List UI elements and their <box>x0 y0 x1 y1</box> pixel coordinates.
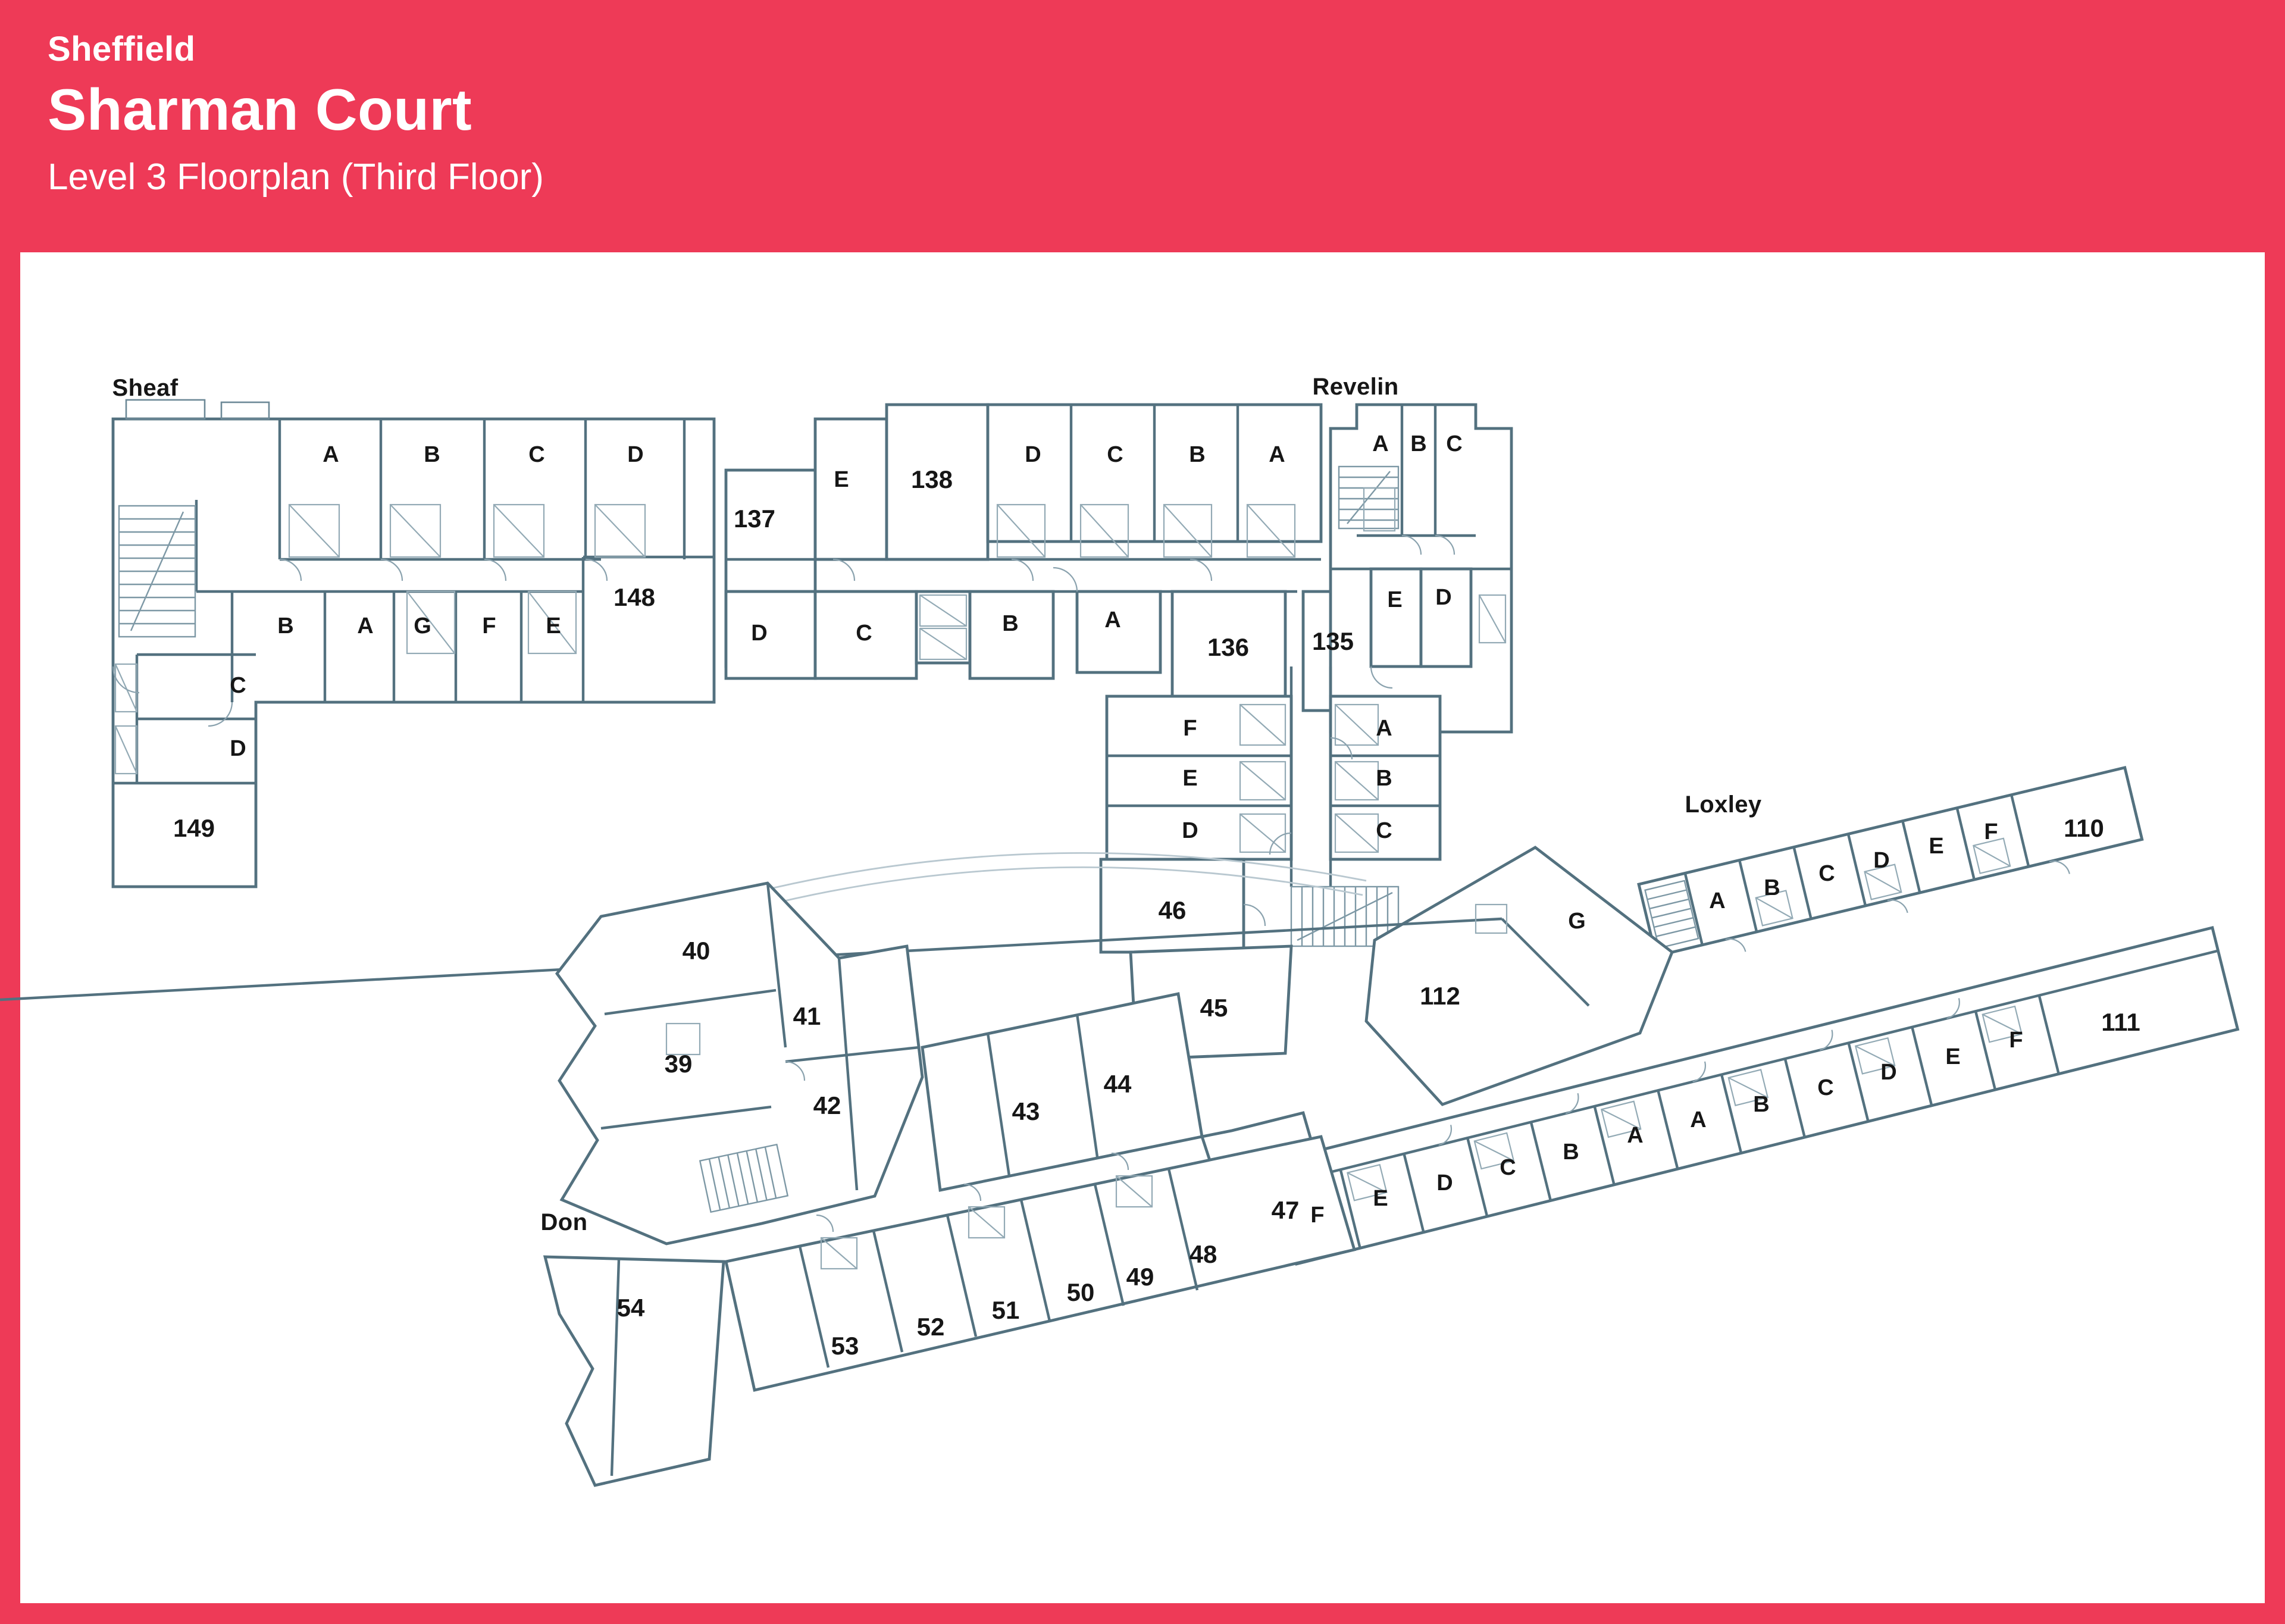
loxley-lower-band <box>1269 925 2240 1266</box>
page-title: Sharman Court <box>48 79 472 143</box>
loxley-upper-band <box>1637 766 2144 958</box>
header-subtitle: Level 3 Floorplan (Third Floor) <box>48 156 544 198</box>
header-city: Sheffield <box>48 31 196 69</box>
don-wing <box>543 881 1357 1487</box>
header: Sheffield Sharman Court Level 3 Floorpla… <box>48 0 544 199</box>
sheaf-stairs-icon <box>118 505 196 638</box>
connector-block <box>1099 667 1442 1061</box>
don-stairs-icon <box>699 1143 789 1213</box>
revelin-wing <box>1329 403 1513 734</box>
central-block <box>724 403 1370 712</box>
loxley-stairs-icon <box>1644 880 1699 949</box>
sheaf-wing <box>111 399 716 888</box>
revelin-stairs-icon <box>1338 465 1400 530</box>
connector-stairs-icon <box>1290 885 1400 947</box>
